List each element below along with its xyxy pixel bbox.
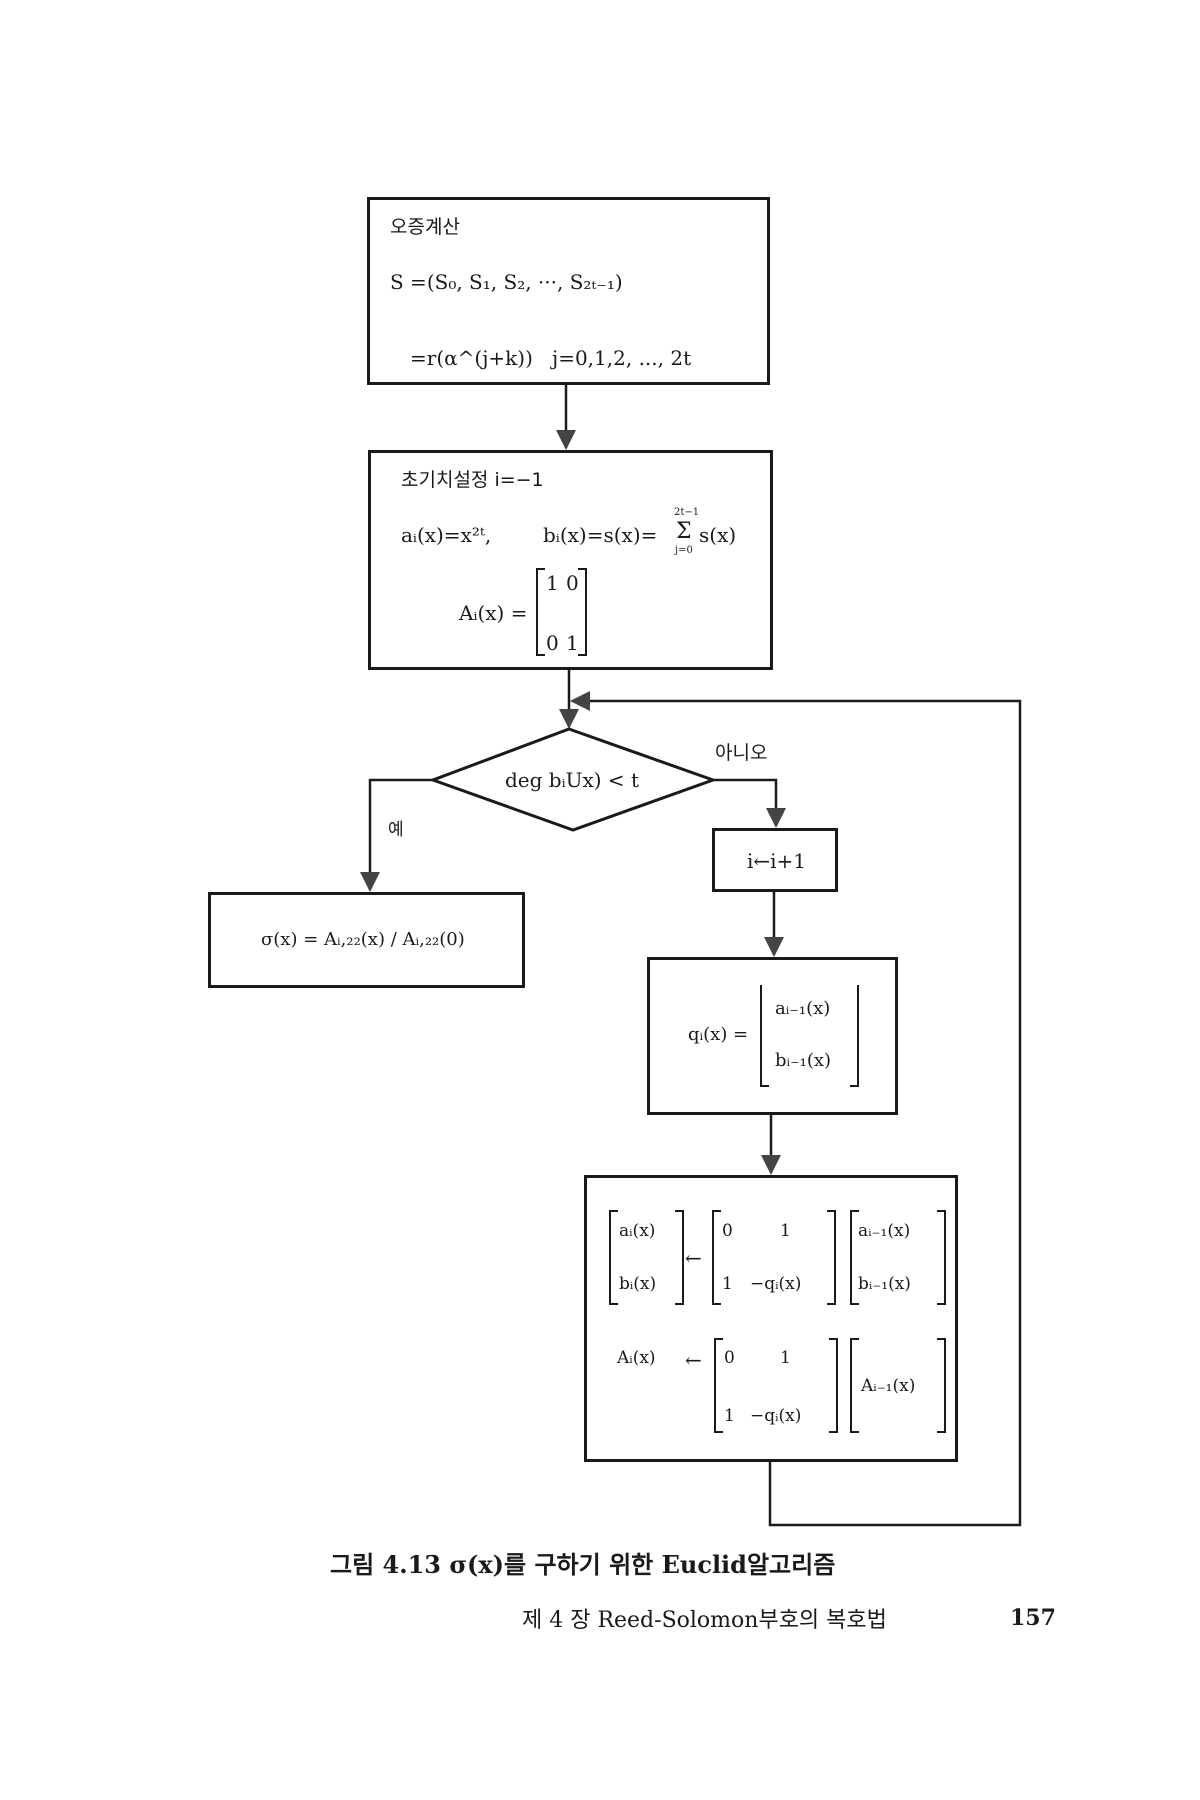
rhs-bracket-left — [850, 1210, 859, 1305]
matrix-bracket-left — [536, 568, 545, 656]
transform2-bracket-right — [829, 1338, 838, 1433]
quotient-label: qᵢ(x) = — [688, 1024, 749, 1045]
init-box: 초기치설정 i=−1 aᵢ(x)=x²ᵗ, bᵢ(x)=s(x)= 2t−1 Σ… — [368, 450, 773, 670]
sum-symbol: Σ — [676, 519, 692, 544]
lhs-bracket-right — [675, 1210, 684, 1305]
update-rhs-A: Aᵢ₋₁(x) — [861, 1376, 916, 1396]
yes-label: 예 — [388, 820, 404, 840]
no-label: 아니오 — [715, 742, 768, 764]
update-box: aᵢ(x) bᵢ(x) ← 0 1 1 −qᵢ(x) aᵢ₋₁(x) bᵢ₋₁(… — [584, 1175, 958, 1462]
quotient-box: qᵢ(x) = aᵢ₋₁(x) bᵢ₋₁(x) — [647, 957, 898, 1115]
matrix-cell: −qᵢ(x) — [750, 1406, 802, 1426]
rhs-bracket-right — [937, 1210, 946, 1305]
syndrome-vector: S =(S₀, S₁, S₂, ···, S₂ₜ₋₁) — [390, 270, 623, 294]
matrix-cell: 1 — [722, 1274, 733, 1294]
update-arrow-1: ← — [685, 1246, 702, 1270]
rhs2-bracket-right — [937, 1338, 946, 1433]
increment-formula: i←i+1 — [747, 849, 807, 873]
matrix-cell: −qᵢ(x) — [750, 1274, 802, 1294]
syndrome-eval: =r(α^(j+k)) — [410, 346, 533, 370]
syndrome-box: 오증계산 S =(S₀, S₁, S₂, ···, S₂ₜ₋₁) =r(α^(j… — [367, 197, 770, 385]
lhs-bracket-left — [609, 1210, 618, 1305]
init-matrix-label: Aᵢ(x) = — [459, 601, 528, 625]
matrix-cell: 1 — [546, 571, 559, 595]
update-rhs-b: bᵢ₋₁(x) — [858, 1274, 911, 1294]
update-rhs-a: aᵢ₋₁(x) — [858, 1221, 911, 1241]
quotient-bracket-left — [760, 985, 769, 1087]
decision-diamond — [428, 727, 718, 832]
figure-caption: 그림 4.13 σ(x)를 구하기 위한 Euclid알고리즘 — [330, 1550, 836, 1579]
increment-box: i←i+1 — [712, 828, 838, 892]
result-formula: σ(x) = Aᵢ,₂₂(x) / Aᵢ,₂₂(0) — [261, 929, 465, 950]
loop-back-line — [570, 691, 1022, 1527]
transform-bracket-right — [827, 1210, 836, 1305]
init-title: 초기치설정 i=−1 — [401, 469, 544, 491]
matrix-cell: 1 — [566, 631, 579, 655]
matrix-cell: 0 — [722, 1221, 733, 1241]
quotient-bracket-right — [850, 985, 859, 1087]
quotient-denominator: bᵢ₋₁(x) — [775, 1050, 832, 1071]
matrix-cell: 1 — [724, 1406, 735, 1426]
init-a-eq: aᵢ(x)=x²ᵗ, — [401, 523, 492, 547]
transform2-bracket-left — [714, 1338, 723, 1433]
matrix-bracket-right — [578, 568, 587, 656]
arrow-yes-branch — [360, 778, 433, 892]
update-arrow-2: ← — [685, 1348, 702, 1372]
matrix-cell: 0 — [724, 1348, 735, 1368]
matrix-cell: 0 — [546, 631, 559, 655]
transform-bracket-left — [712, 1210, 721, 1305]
sum-term: s(x) — [699, 523, 737, 547]
result-box: σ(x) = Aᵢ,₂₂(x) / Aᵢ,₂₂(0) — [208, 892, 525, 988]
syndrome-range: j=0,1,2, ..., 2t — [552, 346, 692, 370]
matrix-cell: 1 — [780, 1348, 791, 1368]
decision-condition: deg bᵢUx) < t — [505, 768, 640, 792]
syndrome-title: 오증계산 — [390, 216, 460, 238]
update-lhs-A: Aᵢ(x) — [617, 1348, 656, 1368]
page-number: 157 — [1010, 1605, 1056, 1631]
init-b-eq: bᵢ(x)=s(x)= — [543, 523, 658, 547]
chapter-footer: 제 4 장 Reed-Solomon부호의 복호법 — [522, 1608, 887, 1633]
matrix-cell: 0 — [566, 571, 579, 595]
quotient-numerator: aᵢ₋₁(x) — [775, 998, 831, 1019]
update-lhs-a: aᵢ(x) — [619, 1221, 656, 1241]
rhs2-bracket-left — [850, 1338, 859, 1433]
matrix-cell: 1 — [780, 1221, 791, 1241]
update-lhs-b: bᵢ(x) — [619, 1274, 657, 1294]
sum-bottom: j=0 — [675, 545, 693, 556]
sum-top: 2t−1 — [674, 507, 700, 518]
arrow-no-branch — [713, 778, 786, 828]
